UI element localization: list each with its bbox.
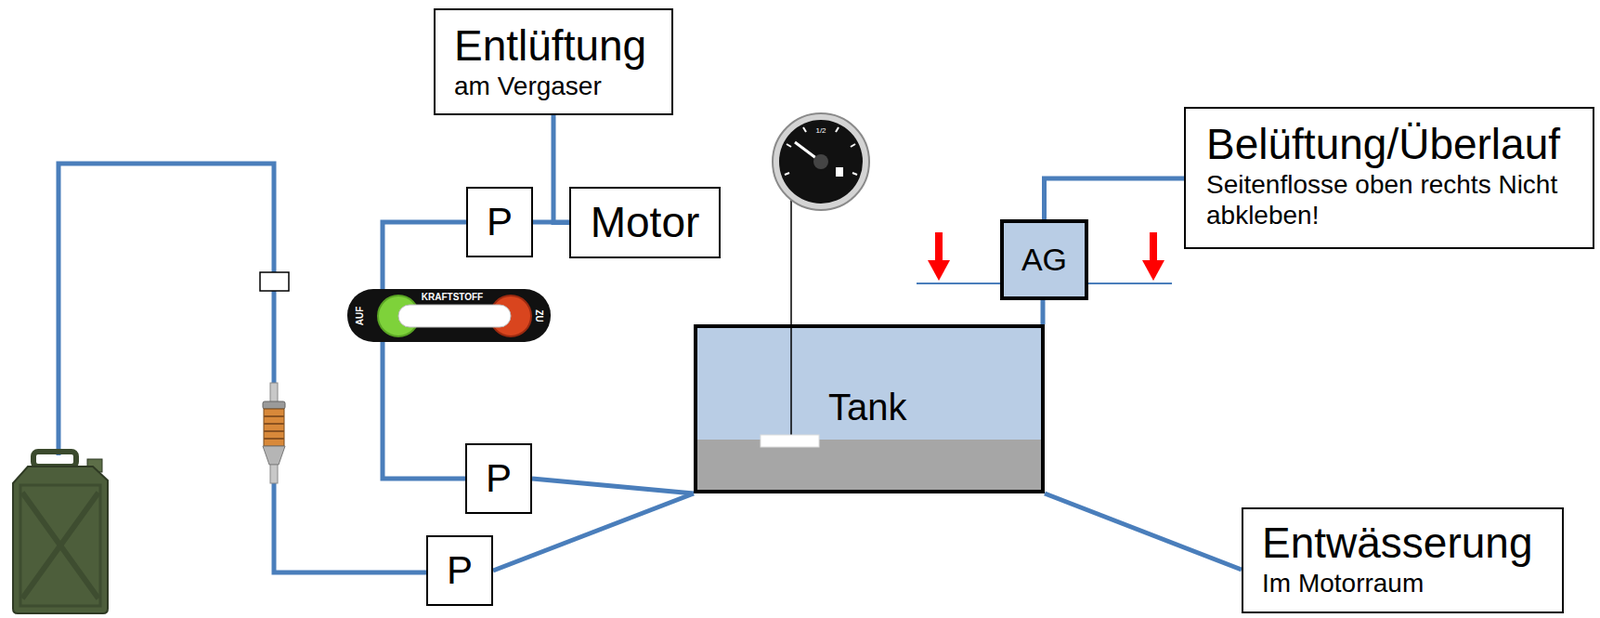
tank-box: Tank bbox=[693, 324, 1045, 494]
jerrycan bbox=[13, 451, 108, 613]
fuel-valve bbox=[398, 304, 511, 327]
vent-box: AG bbox=[1000, 219, 1089, 300]
fuel-filter bbox=[263, 408, 285, 446]
pump-box: P bbox=[466, 186, 534, 258]
node-title: P bbox=[486, 200, 513, 244]
pipe-coupling bbox=[260, 272, 289, 291]
node-title: Motor bbox=[590, 198, 701, 247]
node-title: Tank bbox=[828, 385, 908, 429]
node-title: Belüftung/Überlauf bbox=[1206, 119, 1576, 170]
fuel-gauge bbox=[784, 172, 790, 175]
fuel-valve bbox=[347, 288, 551, 342]
fuel-valve bbox=[347, 288, 551, 342]
fuel-pipe bbox=[553, 115, 570, 223]
node-title: Entwässerung bbox=[1261, 518, 1544, 568]
node-title: Entlüftung bbox=[454, 21, 653, 71]
fuel-gauge bbox=[784, 127, 858, 175]
fuel-gauge bbox=[779, 119, 863, 204]
callout-box: EntwässerungIm Motorraum bbox=[1241, 507, 1564, 613]
jerrycan bbox=[22, 492, 99, 599]
node-note: Seitenflosse oben rechts Nicht abkleben! bbox=[1206, 169, 1576, 232]
valve-label: AUF bbox=[355, 306, 365, 326]
tank-fill bbox=[697, 327, 1041, 490]
pump-box: P bbox=[426, 534, 494, 606]
fuel-gauge bbox=[852, 172, 858, 175]
supply-pipe bbox=[58, 163, 427, 573]
tank-fill bbox=[697, 439, 1041, 490]
red-arrow bbox=[1142, 260, 1165, 281]
fuel-gauge bbox=[772, 113, 870, 210]
callout-box: Entlüftungam Vergaser bbox=[433, 8, 674, 116]
jerrycan bbox=[33, 451, 77, 467]
node-title: P bbox=[485, 456, 512, 500]
fuel-gauge bbox=[772, 113, 870, 328]
fuel-pipe bbox=[533, 220, 570, 225]
tank-fill bbox=[760, 434, 820, 447]
supply-pipe bbox=[58, 163, 427, 573]
fuel-filter bbox=[263, 437, 285, 440]
node-title: AG bbox=[1021, 242, 1067, 277]
jerrycan bbox=[13, 466, 108, 613]
gauge-scale: 1/2 bbox=[815, 127, 826, 135]
red-arrow bbox=[935, 232, 943, 262]
engine-box: Motor bbox=[569, 186, 721, 259]
valve-label: KRAFTSTOFF bbox=[421, 292, 483, 302]
fuel-filter bbox=[262, 382, 286, 483]
fuel-filter bbox=[270, 382, 278, 404]
fuel-pipe bbox=[382, 221, 467, 479]
fuel-gauge bbox=[835, 127, 839, 132]
fuel-filter bbox=[263, 422, 285, 425]
fuel-gauge bbox=[786, 143, 792, 147]
tank-fill bbox=[790, 327, 793, 435]
fuel-filter bbox=[262, 445, 286, 465]
fuel-filter bbox=[270, 464, 278, 483]
fuel-gauge bbox=[803, 127, 807, 132]
fuel-filter bbox=[263, 415, 285, 417]
fuel-filter bbox=[263, 429, 285, 432]
fuel-pipe bbox=[532, 478, 694, 494]
fuel-pipe bbox=[1044, 493, 1242, 570]
red-arrow bbox=[1149, 232, 1158, 262]
pipe-coupling bbox=[260, 272, 289, 291]
fuel-pipe bbox=[1040, 299, 1046, 325]
valve-label: ZU bbox=[533, 309, 544, 322]
fuel-gauge bbox=[813, 154, 829, 170]
fuel-pipe bbox=[1044, 178, 1185, 220]
fuel-filter bbox=[262, 401, 286, 409]
jerrycan bbox=[20, 484, 101, 606]
fuel-gauge bbox=[835, 167, 844, 177]
fuel-gauge bbox=[850, 143, 856, 147]
red-arrow bbox=[927, 260, 950, 281]
node-note: am Vergaser bbox=[454, 70, 653, 103]
node-title: P bbox=[446, 548, 473, 592]
node-note: Im Motorraum bbox=[1261, 567, 1544, 599]
callout-box: Belüftung/ÜberlaufSeitenflosse oben rech… bbox=[1183, 106, 1595, 249]
fuel-gauge bbox=[790, 199, 793, 328]
pump-box: P bbox=[465, 442, 533, 514]
